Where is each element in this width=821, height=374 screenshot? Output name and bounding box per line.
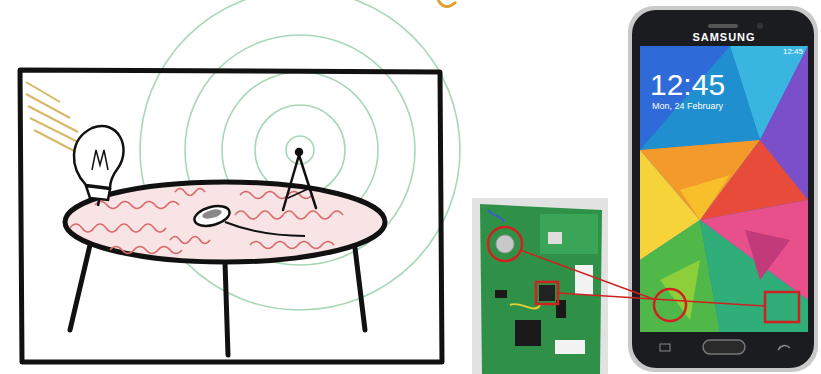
sensor-cable <box>225 222 305 236</box>
board-area <box>540 214 598 254</box>
tower-leg <box>283 155 299 210</box>
chip <box>515 320 541 346</box>
table-leg <box>225 262 228 355</box>
bulb-glass <box>74 126 124 188</box>
circuit-board <box>480 204 602 374</box>
leader-line <box>558 293 765 306</box>
clock-time: 12:45 <box>650 70 725 100</box>
back-key <box>778 345 790 350</box>
light-ray <box>28 106 78 132</box>
light-ray <box>26 82 60 102</box>
light-ray <box>34 130 80 154</box>
phone-body <box>632 10 814 368</box>
sunlight-lines <box>26 82 82 154</box>
sensor-chip <box>539 285 555 301</box>
vibration-line <box>170 237 210 244</box>
phone-speaker <box>708 24 738 28</box>
phone-frame <box>628 6 818 372</box>
status-time: 12:45 <box>783 48 803 56</box>
vibration-line <box>110 247 182 254</box>
highlight-square <box>536 282 558 304</box>
wallpaper-shape <box>700 220 808 332</box>
vibration-waves <box>70 189 343 254</box>
bulb-filament <box>92 150 108 170</box>
vibration-line <box>235 211 343 219</box>
wallpaper-shape <box>640 46 760 150</box>
home-button <box>703 340 745 354</box>
light-ray <box>26 94 70 118</box>
leader-line <box>520 250 656 300</box>
vibration-line <box>95 202 179 209</box>
wire <box>488 210 504 222</box>
connector <box>555 340 585 354</box>
wallpaper-shape <box>745 230 790 280</box>
table-leg <box>355 248 365 330</box>
room-frame <box>20 70 442 362</box>
menu-key <box>660 344 670 351</box>
table-top <box>65 182 385 262</box>
sensor-puck <box>192 203 231 230</box>
screen <box>640 46 808 332</box>
photo-background <box>472 198 608 374</box>
highlight-square <box>765 292 799 322</box>
wallpaper-shape <box>680 175 730 220</box>
tower-brace <box>288 185 310 198</box>
lightbulb <box>74 126 124 206</box>
vibration-line <box>175 189 205 196</box>
highlight-circle <box>488 227 522 261</box>
phone-camera <box>757 23 763 29</box>
antenna-tower <box>283 149 316 210</box>
component <box>548 232 562 244</box>
bulb-base <box>86 186 110 200</box>
microphone <box>496 235 514 253</box>
highlight-circle <box>654 289 686 321</box>
sun-mark <box>438 0 456 7</box>
sensor-top <box>201 208 222 221</box>
component <box>495 290 507 298</box>
phone-screen <box>640 46 808 332</box>
brand-text: SAMSUNG <box>692 32 755 43</box>
bulb-tip <box>98 200 99 206</box>
vibration-line <box>250 242 334 249</box>
connector <box>575 265 593 295</box>
date-text: Mon, 24 February <box>652 102 723 111</box>
tower-leg <box>299 155 316 208</box>
table-leg <box>70 245 90 330</box>
vibration-line <box>70 224 166 232</box>
